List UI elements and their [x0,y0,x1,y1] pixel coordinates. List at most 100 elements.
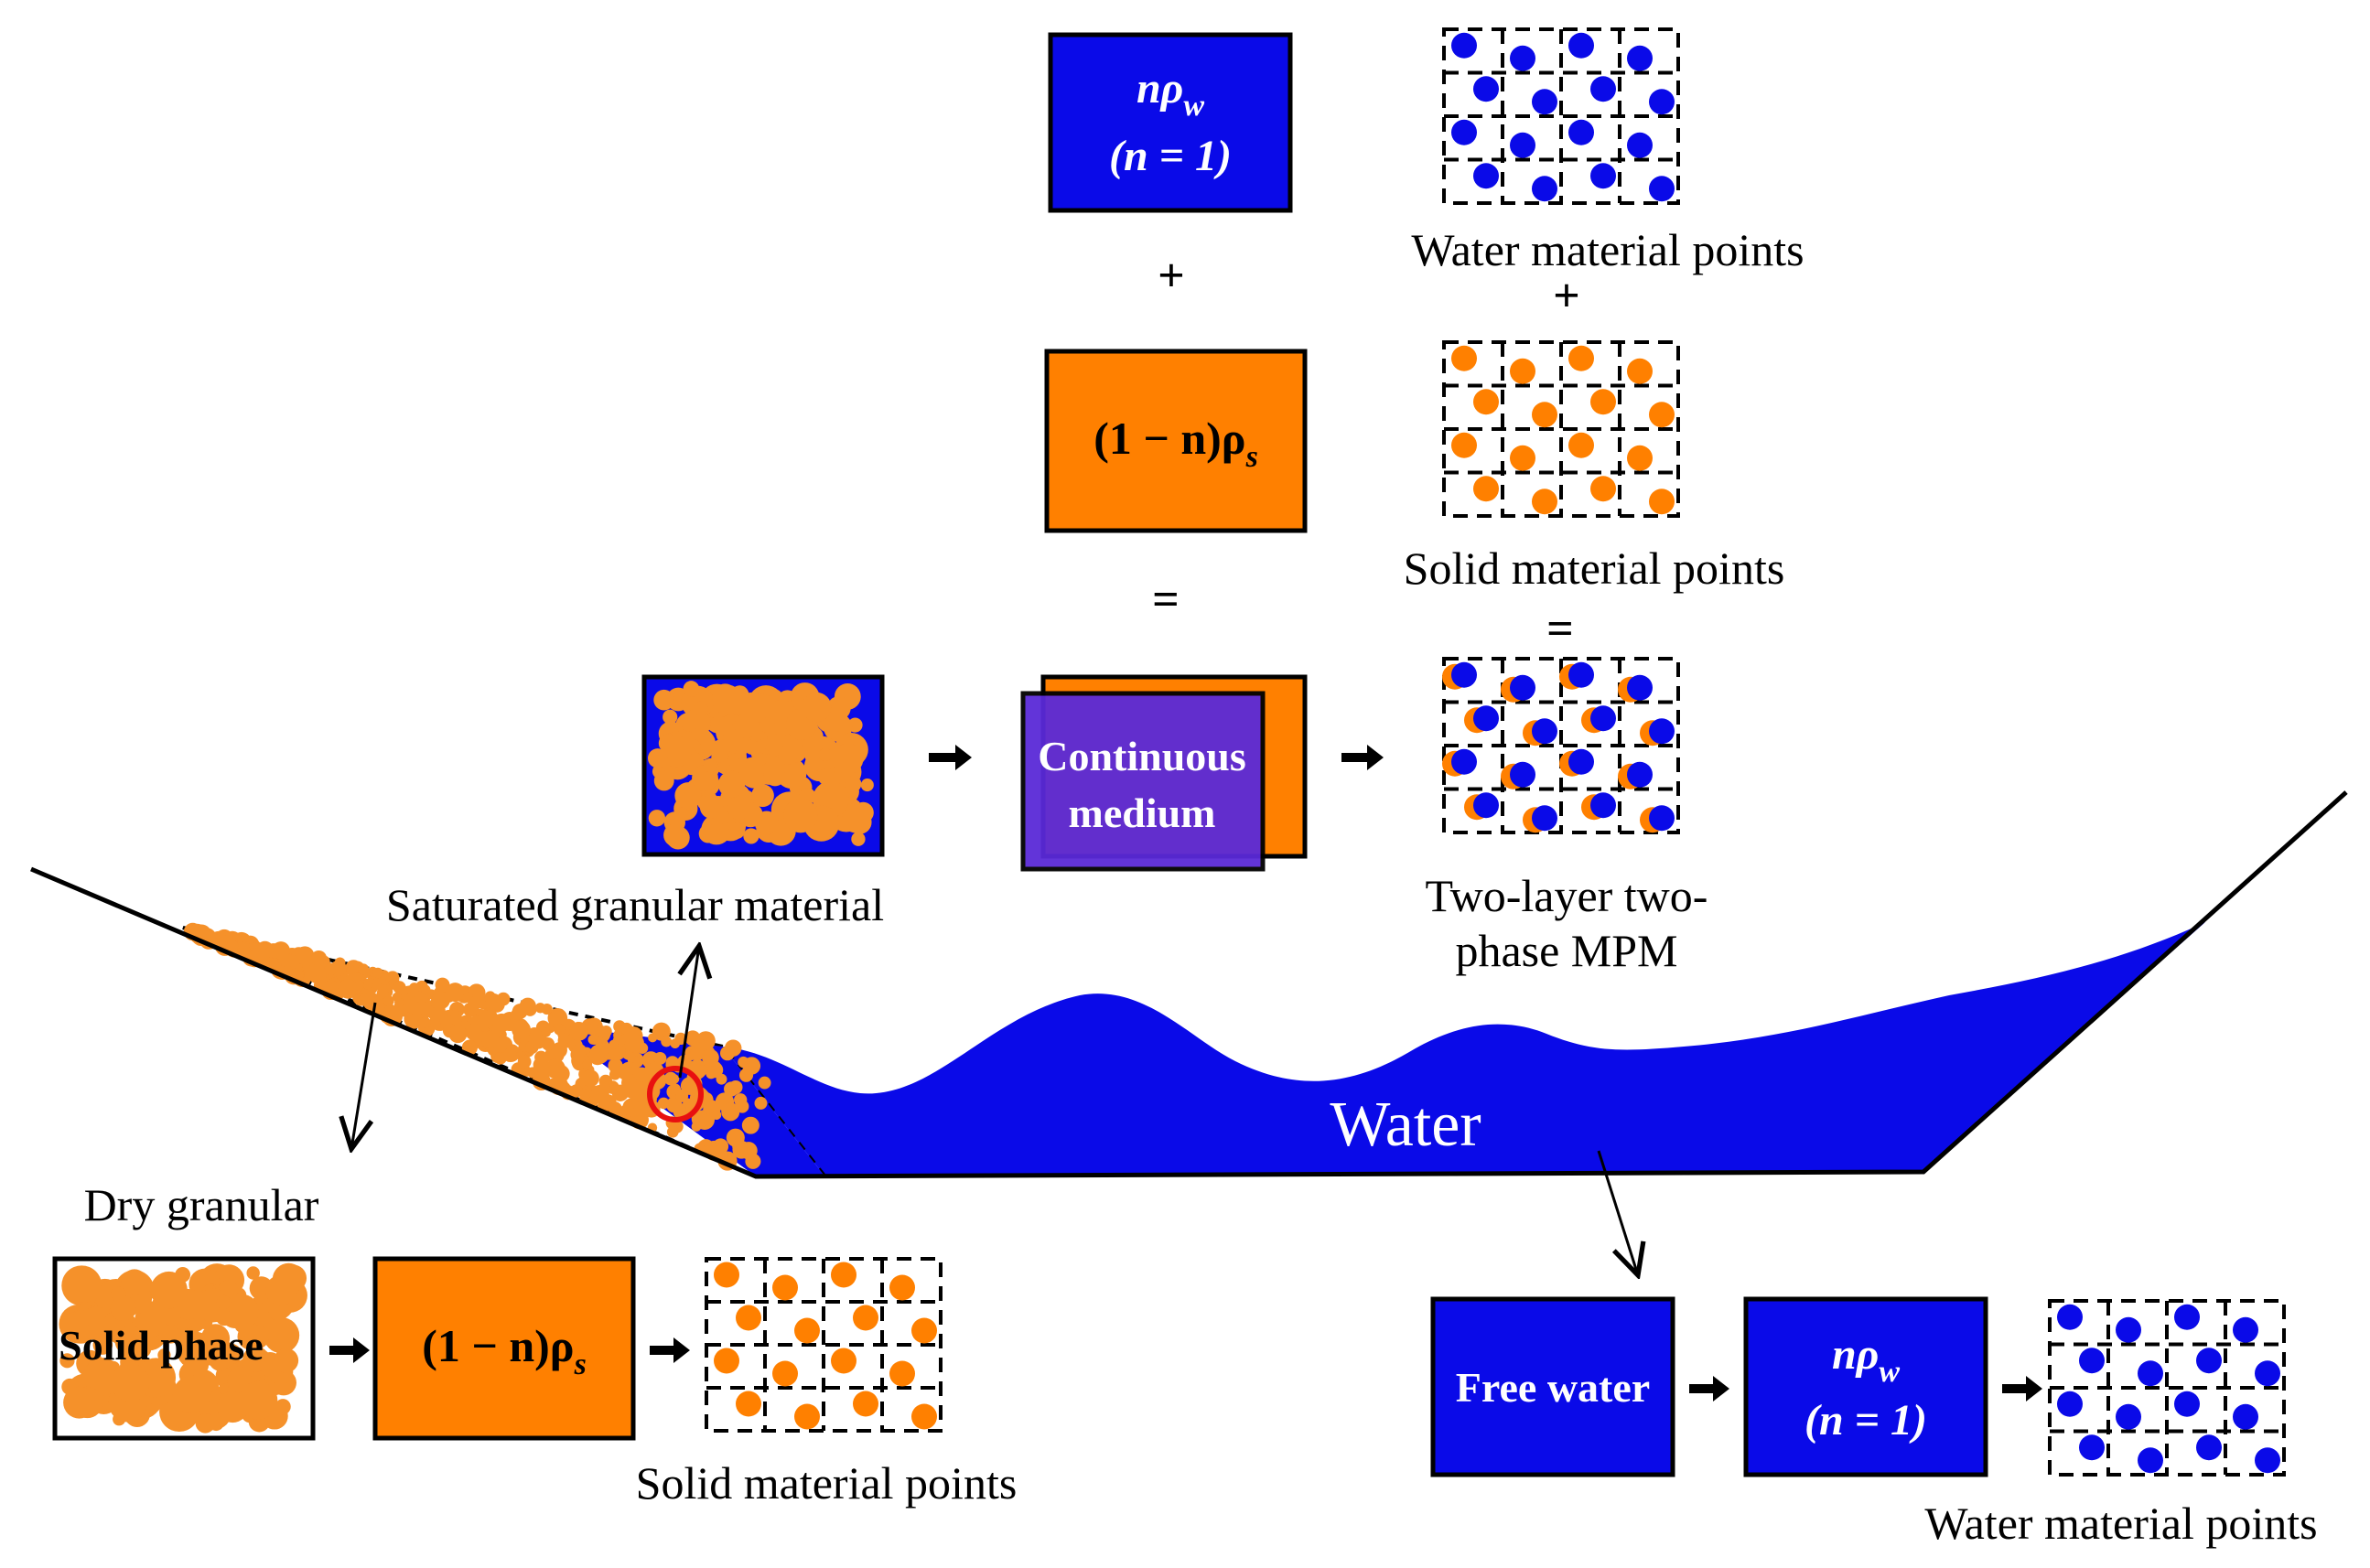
water-points-grid-top [1442,27,1680,205]
water-point-marker [2057,1304,2083,1330]
solid-point-marker [853,1391,878,1417]
n-equals-1-text-bottom: (n = 1) [1804,1396,1927,1444]
water-point-marker [2057,1391,2083,1417]
solid-points-grid-bottom [705,1257,943,1433]
terrain-outline [30,790,2348,1179]
continuous-label-line1: Continuous [1038,733,1246,779]
water-point-marker [1473,76,1499,102]
solid-point-marker [889,1360,915,1387]
solid-point-marker [911,1317,937,1344]
solid-point-marker [714,1348,739,1374]
two-layer-label-line2: phase MPM [1455,925,1677,976]
svg-text:nρw: nρw [1137,64,1204,123]
water-point-marker [2196,1434,2222,1461]
water-point-marker [1627,761,1653,788]
solid-point-marker [831,1348,856,1374]
solid-points-grid-mid [1442,340,1680,518]
water-point-marker [1590,792,1616,819]
solid-point-marker [831,1262,856,1288]
solid-point-marker [1532,489,1557,515]
water-point-marker [1510,132,1535,158]
solid-point-marker [1627,445,1653,471]
water-point-marker [1473,705,1499,732]
water-point-marker [2116,1403,2141,1430]
water-point-marker [2196,1348,2222,1374]
solid-point-marker [853,1305,878,1331]
water-point-marker [1510,674,1535,701]
plus-operator-left: + [1158,250,1185,302]
water-point-marker [1627,674,1653,701]
dry-granular-label: Dry granular [84,1179,319,1230]
solid-point-marker [772,1360,798,1387]
water-point-marker [1649,176,1675,202]
water-point-marker [1451,661,1477,688]
solid-density-box-bottom: (1 − n)ρs [372,1256,636,1441]
water-point-marker [1510,45,1535,71]
water-point-marker [1590,705,1616,732]
solid-density-box-mid: (1 − n)ρs [1044,349,1308,533]
solid-point-marker [772,1274,798,1301]
svg-text:nρw: nρw [1832,1330,1900,1389]
arrowhead-to-two-layer [1367,745,1384,770]
water-point-marker [1451,32,1477,59]
arrowhead-to-water-points [2026,1376,2042,1402]
water-point-marker [1473,163,1499,189]
solid-point-marker [1590,389,1616,415]
two-layer-label-line1: Two-layer two- [1426,870,1708,921]
sample-marker-circle [647,1066,704,1122]
water-point-marker [2079,1348,2105,1374]
water-density-box-bottom: nρw (n = 1) [1743,1296,1988,1477]
water-points-grid-bottom [2048,1299,2286,1477]
water-point-marker [1451,748,1477,775]
arrow-to-saturated [680,946,699,1079]
water-point-marker [1568,748,1594,775]
water-point-marker [2233,1316,2258,1343]
water-label: Water [1330,1090,1481,1160]
arrow-to-dry [351,1002,377,1149]
water-point-marker [2233,1403,2258,1430]
dry-granular-wedge [182,922,828,1179]
free-water-label: Free water [1456,1364,1650,1411]
water-point-marker [1451,119,1477,145]
solid-point-marker [1568,432,1594,458]
water-material-points-label-top: Water material points [1411,224,1804,275]
water-point-marker [2174,1304,2200,1330]
arrowhead-to-solid-points [673,1337,690,1363]
water-point-marker [1649,805,1675,832]
water-point-marker [1590,76,1616,102]
saturated-granular-box [641,674,885,857]
arrowhead-to-water-density [1713,1376,1729,1402]
solid-phase-box: Solid phase [52,1256,316,1441]
solid-point-marker [1451,432,1477,458]
water-point-marker [2138,1447,2163,1474]
water-point-marker [2079,1434,2105,1461]
water-point-marker [1568,32,1594,59]
water-point-marker [1532,805,1557,832]
two-layer-points-grid [1442,657,1680,834]
water-point-marker [1627,132,1653,158]
one-minus-n-rho-s-text-bottom: (1 − n)ρ [422,1320,574,1371]
one-minus-n-rho-s-text: (1 − n)ρ [1093,413,1245,464]
water-point-marker [1510,761,1535,788]
equals-operator-right: = [1546,603,1574,655]
water-material-points-label-bottom: Water material points [1924,1498,2317,1549]
water-point-marker [1532,176,1557,202]
water-point-marker [1568,661,1594,688]
water-point-marker [2138,1360,2163,1387]
solid-point-marker [1568,345,1594,371]
solid-point-marker [794,1403,820,1430]
water-point-marker [1473,792,1499,819]
water-point-marker [1590,163,1616,189]
solid-point-marker [1510,445,1535,471]
solid-point-marker [736,1305,761,1331]
solid-point-marker [911,1403,937,1430]
solid-point-marker [794,1317,820,1344]
water-point-marker [1649,89,1675,115]
solid-point-marker [1473,389,1499,415]
svg-text:(1 − n)ρs: (1 − n)ρs [422,1320,587,1381]
water-point-marker [1532,718,1557,745]
water-point-marker [2116,1316,2141,1343]
water-point-marker [2174,1391,2200,1417]
solid-material-points-label-bottom: Solid material points [636,1457,1018,1509]
solid-point-marker [714,1262,739,1288]
